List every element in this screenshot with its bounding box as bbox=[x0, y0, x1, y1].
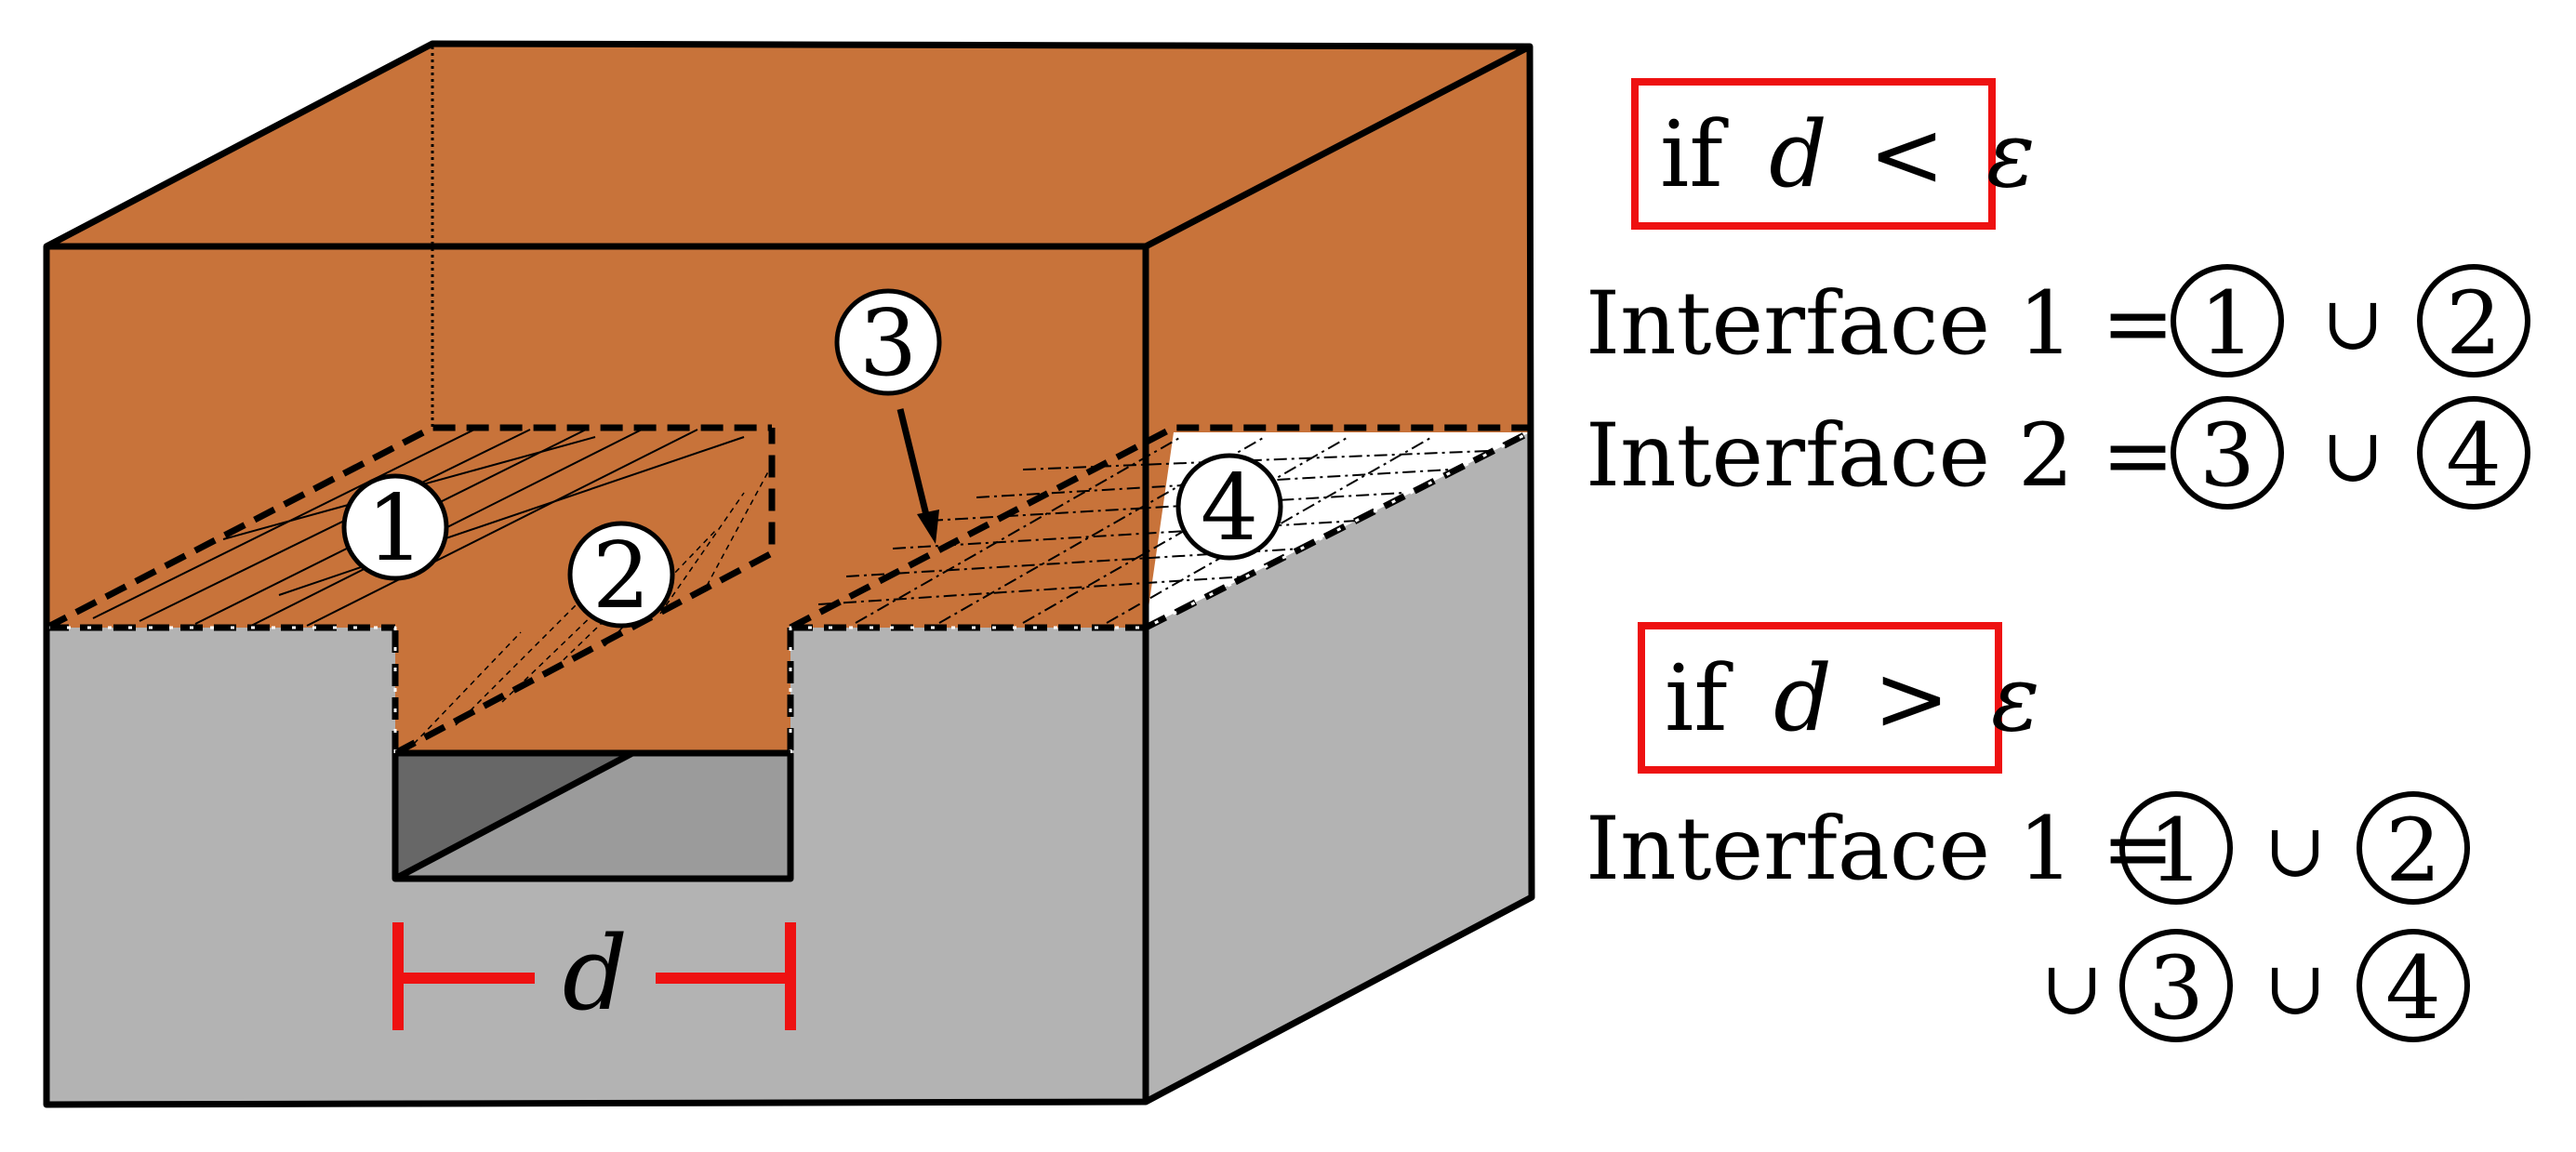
interface-1-large-union: ∪ bbox=[2264, 807, 2326, 894]
gap-label: d bbox=[563, 914, 628, 1033]
trench-mid-face bbox=[395, 753, 790, 879]
region-bubble-1: 1 bbox=[341, 473, 449, 582]
condition-large-op: > bbox=[1873, 646, 1949, 752]
gray-front-face bbox=[46, 628, 1146, 1105]
condition-large-heading: if d > ε bbox=[1665, 646, 2040, 752]
groove-floor bbox=[395, 628, 790, 753]
interface-1-small-b: 2 bbox=[2446, 273, 2502, 375]
condition-small-var: d bbox=[1769, 102, 1827, 208]
condition-small-if: if bbox=[1660, 102, 1729, 208]
condition-small-box bbox=[1631, 78, 1996, 230]
region-label-3: 3 bbox=[859, 291, 917, 397]
interface-2-small-union: ∪ bbox=[2321, 412, 2383, 498]
region-bubble-4: 4 bbox=[1175, 453, 1283, 562]
region-bubble-2: 2 bbox=[567, 521, 675, 629]
interface-2-small-a: 3 bbox=[2199, 405, 2255, 507]
interface-1-large-union-lead: ∪ bbox=[2040, 945, 2103, 1031]
condition-large: if d > ε Interface 1 = 1 ∪ 2 ∪ 3 ∪ 4 bbox=[1586, 622, 2470, 1042]
interface-1-large-b: 2 bbox=[2385, 801, 2441, 902]
region-bubble-3: 3 bbox=[834, 288, 942, 397]
region-label-2: 2 bbox=[592, 523, 650, 629]
block-outline bbox=[43, 40, 1535, 1108]
condition-large-var: d bbox=[1773, 646, 1832, 752]
condition-large-eps: ε bbox=[1991, 646, 2040, 752]
interface-1-large-a: 1 bbox=[2148, 801, 2204, 902]
interface-1-small-union: ∪ bbox=[2321, 280, 2383, 366]
interface-2-small-b: 4 bbox=[2446, 405, 2502, 507]
interface-1-large-c: 3 bbox=[2148, 938, 2204, 1039]
interface-1-large-d: 4 bbox=[2385, 938, 2441, 1039]
condition-large-box bbox=[1638, 622, 2002, 774]
condition-small-heading: if d < ε bbox=[1660, 102, 2036, 208]
region-label-1: 1 bbox=[366, 476, 424, 582]
condition-small-eps: ε bbox=[1986, 102, 2036, 208]
region-3-arrow bbox=[896, 408, 939, 544]
condition-small: if d < ε Interface 1 = 1 ∪ 2 Interface 2… bbox=[1586, 78, 2530, 510]
interface-1-small-a: 1 bbox=[2199, 273, 2255, 375]
interface-1-small-lhs: Interface 1 = bbox=[1586, 273, 2174, 375]
interface-1-large-union-2: ∪ bbox=[2264, 945, 2326, 1031]
condition-large-if: if bbox=[1665, 646, 1733, 752]
gap-marker bbox=[392, 922, 796, 1030]
gray-right-face bbox=[1146, 432, 1532, 1102]
condition-small-op: < bbox=[1868, 102, 1945, 208]
boundary-dots bbox=[46, 430, 1531, 753]
region-label-4: 4 bbox=[1201, 456, 1258, 562]
interface-1-large-lhs: Interface 1 = bbox=[1586, 799, 2174, 900]
block-3d: d 1 2 3 4 bbox=[43, 40, 1535, 1108]
interface-2-small-lhs: Interface 2 = bbox=[1586, 405, 2174, 507]
